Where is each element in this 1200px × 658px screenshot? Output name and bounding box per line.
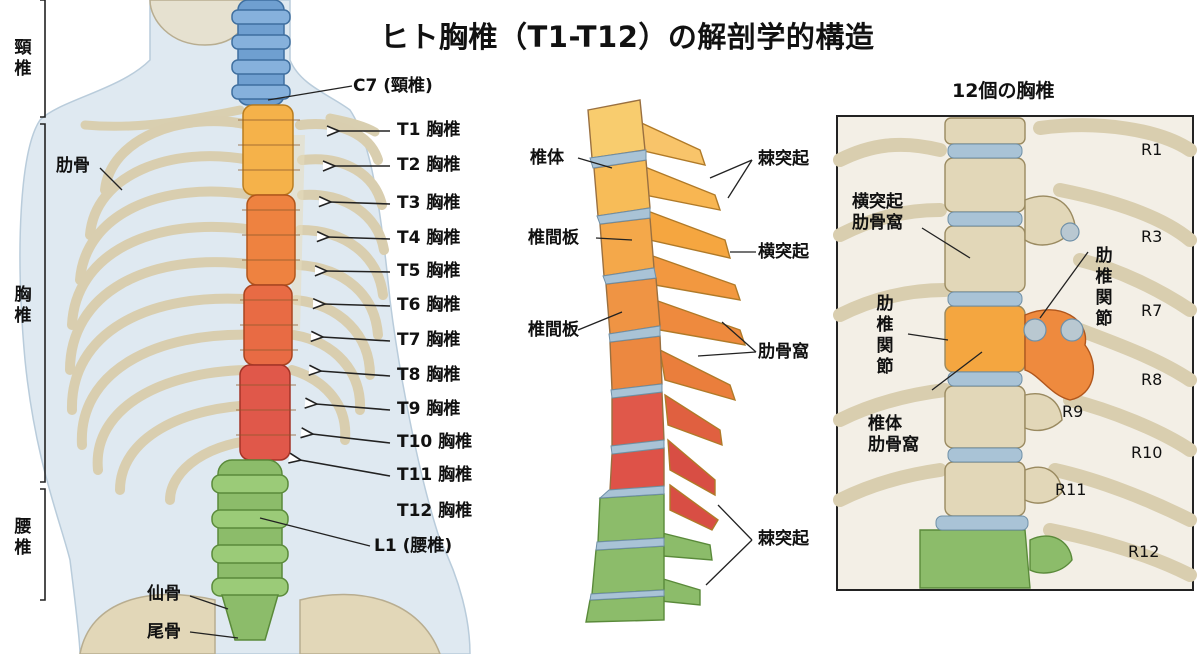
arrow-t10 (312, 434, 391, 444)
vertebra-label-t4: T4 胸椎 (397, 228, 461, 248)
vertebra-label-t12: T12 胸椎 (397, 501, 473, 521)
rib-label-r12: R12 (1128, 542, 1160, 561)
label-costovertebral-joint-left: 肋椎関節 (876, 294, 894, 377)
label-l1: L1 (腰椎) (374, 536, 453, 556)
label-c7: C7 (頸椎) (353, 76, 433, 96)
label-costovertebral-joint-right: 肋椎関節 (1095, 246, 1113, 329)
rib-label-r11: R11 (1055, 480, 1087, 499)
vertebra-label-t5: T5 胸椎 (397, 261, 461, 281)
vertebra-label-t11: T11 胸椎 (397, 465, 473, 485)
label-disc-lower: 椎間板 (528, 320, 579, 340)
rib-label-r9: R9 (1062, 402, 1084, 421)
label-vertebral-body: 椎体 (530, 148, 564, 168)
vertebra-label-t7: T7 胸椎 (397, 330, 461, 350)
page-title: ヒト胸椎（T1-T12）の解剖学的構造 (380, 20, 875, 54)
panel-leaders (907, 227, 1089, 391)
label-transverse-process: 横突起 (758, 242, 809, 262)
vertebra-label-t3: T3 胸椎 (397, 193, 461, 213)
arrow-t5 (326, 271, 391, 272)
spine-column (211, 0, 300, 641)
arrow-t11 (300, 460, 391, 477)
label-sacrum: 仙骨 (147, 584, 181, 604)
region-label-cervical: 頸椎 (14, 38, 32, 79)
vertebra-label-t6: T6 胸椎 (397, 295, 461, 315)
rib-label-r8: R8 (1141, 370, 1163, 389)
vertebra-label-t10: T10 胸椎 (397, 432, 473, 452)
middle-leaders (577, 157, 757, 586)
rib-cage (65, 116, 389, 505)
region-label-lumbar: 腰椎 (14, 517, 32, 558)
label-body-costal-facet: 椎体 肋骨窩 (868, 414, 919, 455)
arrow-t3 (330, 202, 391, 204)
arrow-t8 (320, 371, 391, 377)
label-transverse-costal-facet: 横突起 肋骨窩 (852, 192, 903, 233)
vertebra-label-t2: T2 胸椎 (397, 155, 461, 175)
detail-panel (833, 115, 1197, 591)
region-label-thoracic: 胸椎 (14, 285, 32, 326)
label-disc-upper: 椎間板 (528, 228, 579, 248)
rib-label-r7: R7 (1141, 301, 1163, 320)
lateral-spine (585, 99, 747, 623)
label-rib: 肋骨 (56, 156, 90, 176)
pelvis (79, 593, 442, 655)
label-costal-facet: 肋骨窩 (758, 342, 809, 362)
arrow-t4 (328, 237, 391, 239)
region-brackets (40, 0, 46, 601)
vertebra-arrows (300, 131, 391, 477)
label-coccyx: 尾骨 (147, 622, 181, 642)
vertebra-label-t9: T9 胸椎 (397, 399, 461, 419)
rib-label-r3: R3 (1141, 227, 1163, 246)
rib-label-r10: R10 (1131, 443, 1163, 462)
left-leaders (99, 85, 371, 639)
arrow-t9 (316, 404, 391, 411)
rib-label-r1: R1 (1141, 140, 1163, 159)
panel-title: 12個の胸椎 (952, 80, 1055, 102)
arrow-t7 (322, 337, 391, 341)
label-spinous-process-bottom: 棘突起 (758, 529, 809, 549)
label-spinous-process-top: 棘突起 (758, 149, 809, 169)
vertebra-label-t1: T1 胸椎 (397, 120, 461, 140)
arrow-t6 (324, 304, 391, 306)
vertebra-label-t8: T8 胸椎 (397, 365, 461, 385)
